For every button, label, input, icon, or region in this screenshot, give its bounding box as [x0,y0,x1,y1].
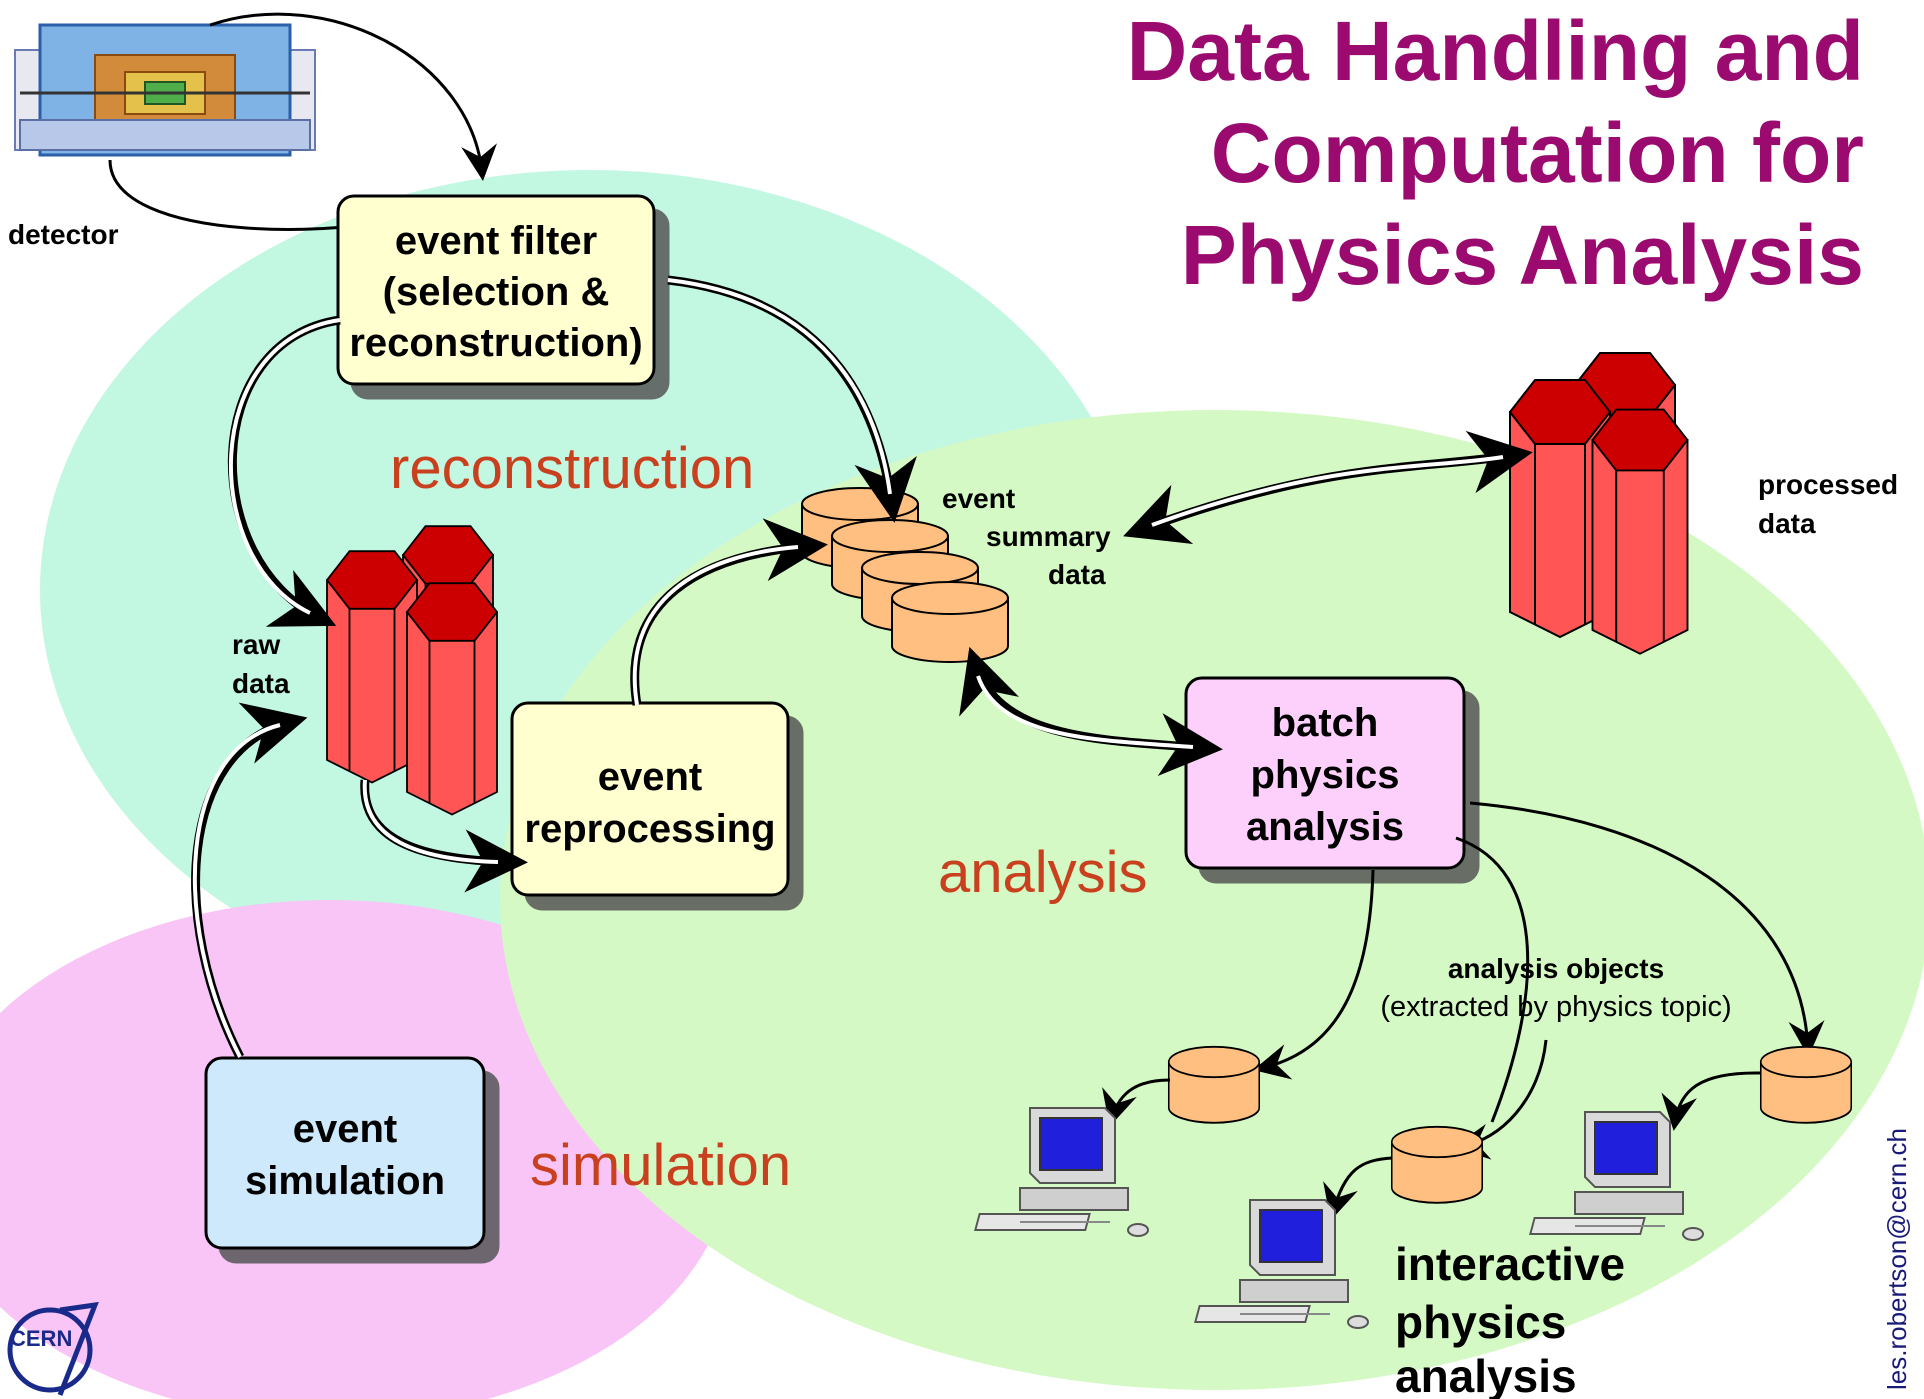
batch-analysis-line-3: analysis [1246,805,1404,849]
analysis-objects-note: (extracted by physics topic) [1380,991,1731,1023]
interactive-label-3: analysis [1395,1350,1577,1399]
interactive-label-2: physics [1395,1296,1566,1348]
event-filter-line-1: event filter [395,219,597,263]
analysis-label: analysis [938,840,1148,905]
batch-analysis-line-1: batch [1272,701,1379,745]
reconstruction-label: reconstruction [390,436,754,501]
title-line-1: Data Handling and [1127,4,1864,98]
event-summary-label-3: data [1048,559,1106,590]
disk-2-to-pc-arrow [1323,1156,1393,1221]
analysis-region [500,410,1924,1390]
detector-image [14,23,316,157]
title-line-2: Computation for [1211,106,1864,200]
event-filter-box [336,194,656,386]
analysis-object-disk-2 [1390,1125,1484,1204]
analysis-object-disk-3 [1759,1045,1853,1124]
event-filter-line-3: reconstruction) [349,321,642,365]
cern-logo: CERN [7,1301,99,1396]
event-simulation-box [204,1056,486,1250]
flow-arrows [191,275,1533,1060]
title-line-3: Physics Analysis [1181,208,1864,302]
event-reprocessing-line-1: event [598,755,703,799]
processed-data-label-2: data [1758,508,1816,539]
event-reprocessing-line-2: reprocessing [524,807,775,851]
detector-to-filter-arrow [209,12,497,181]
event-summary-label-1: event [942,483,1015,514]
event-simulation-line-1: event [293,1107,398,1151]
simulation-label: simulation [530,1133,791,1198]
event-simulation-line-2: simulation [245,1159,445,1203]
processed-data-label-1: processed [1758,469,1898,500]
detector-label: detector [8,219,119,250]
batch-to-disk-1-arrow [1253,869,1375,1080]
raw-data-label-2: data [232,668,290,699]
disk-3-to-pc-arrow [1661,1071,1761,1131]
disk-1-to-pc-arrow [1102,1078,1171,1127]
batch-analysis-line-2: physics [1251,753,1400,797]
raw-data-storage-icon [326,525,498,816]
credit-email: les.robertson@cern.ch [1882,1128,1912,1390]
interactive-label-1: interactive [1395,1238,1625,1290]
processed-data-storage-icon [1509,352,1689,655]
analysis-object-disk-1 [1167,1045,1261,1124]
event-summary-label-2: summary [986,521,1111,552]
batch-to-disk-3-arrow [1469,801,1825,1057]
cern-logo-text: CERN [10,1326,72,1351]
batch-to-disk-2-line [1455,836,1530,1123]
event-reprocessing-box [510,701,790,897]
event-filter-line-2: (selection & [383,270,610,314]
analysis-objects-label: analysis objects [1448,953,1664,984]
raw-data-label-1: raw [232,629,280,660]
